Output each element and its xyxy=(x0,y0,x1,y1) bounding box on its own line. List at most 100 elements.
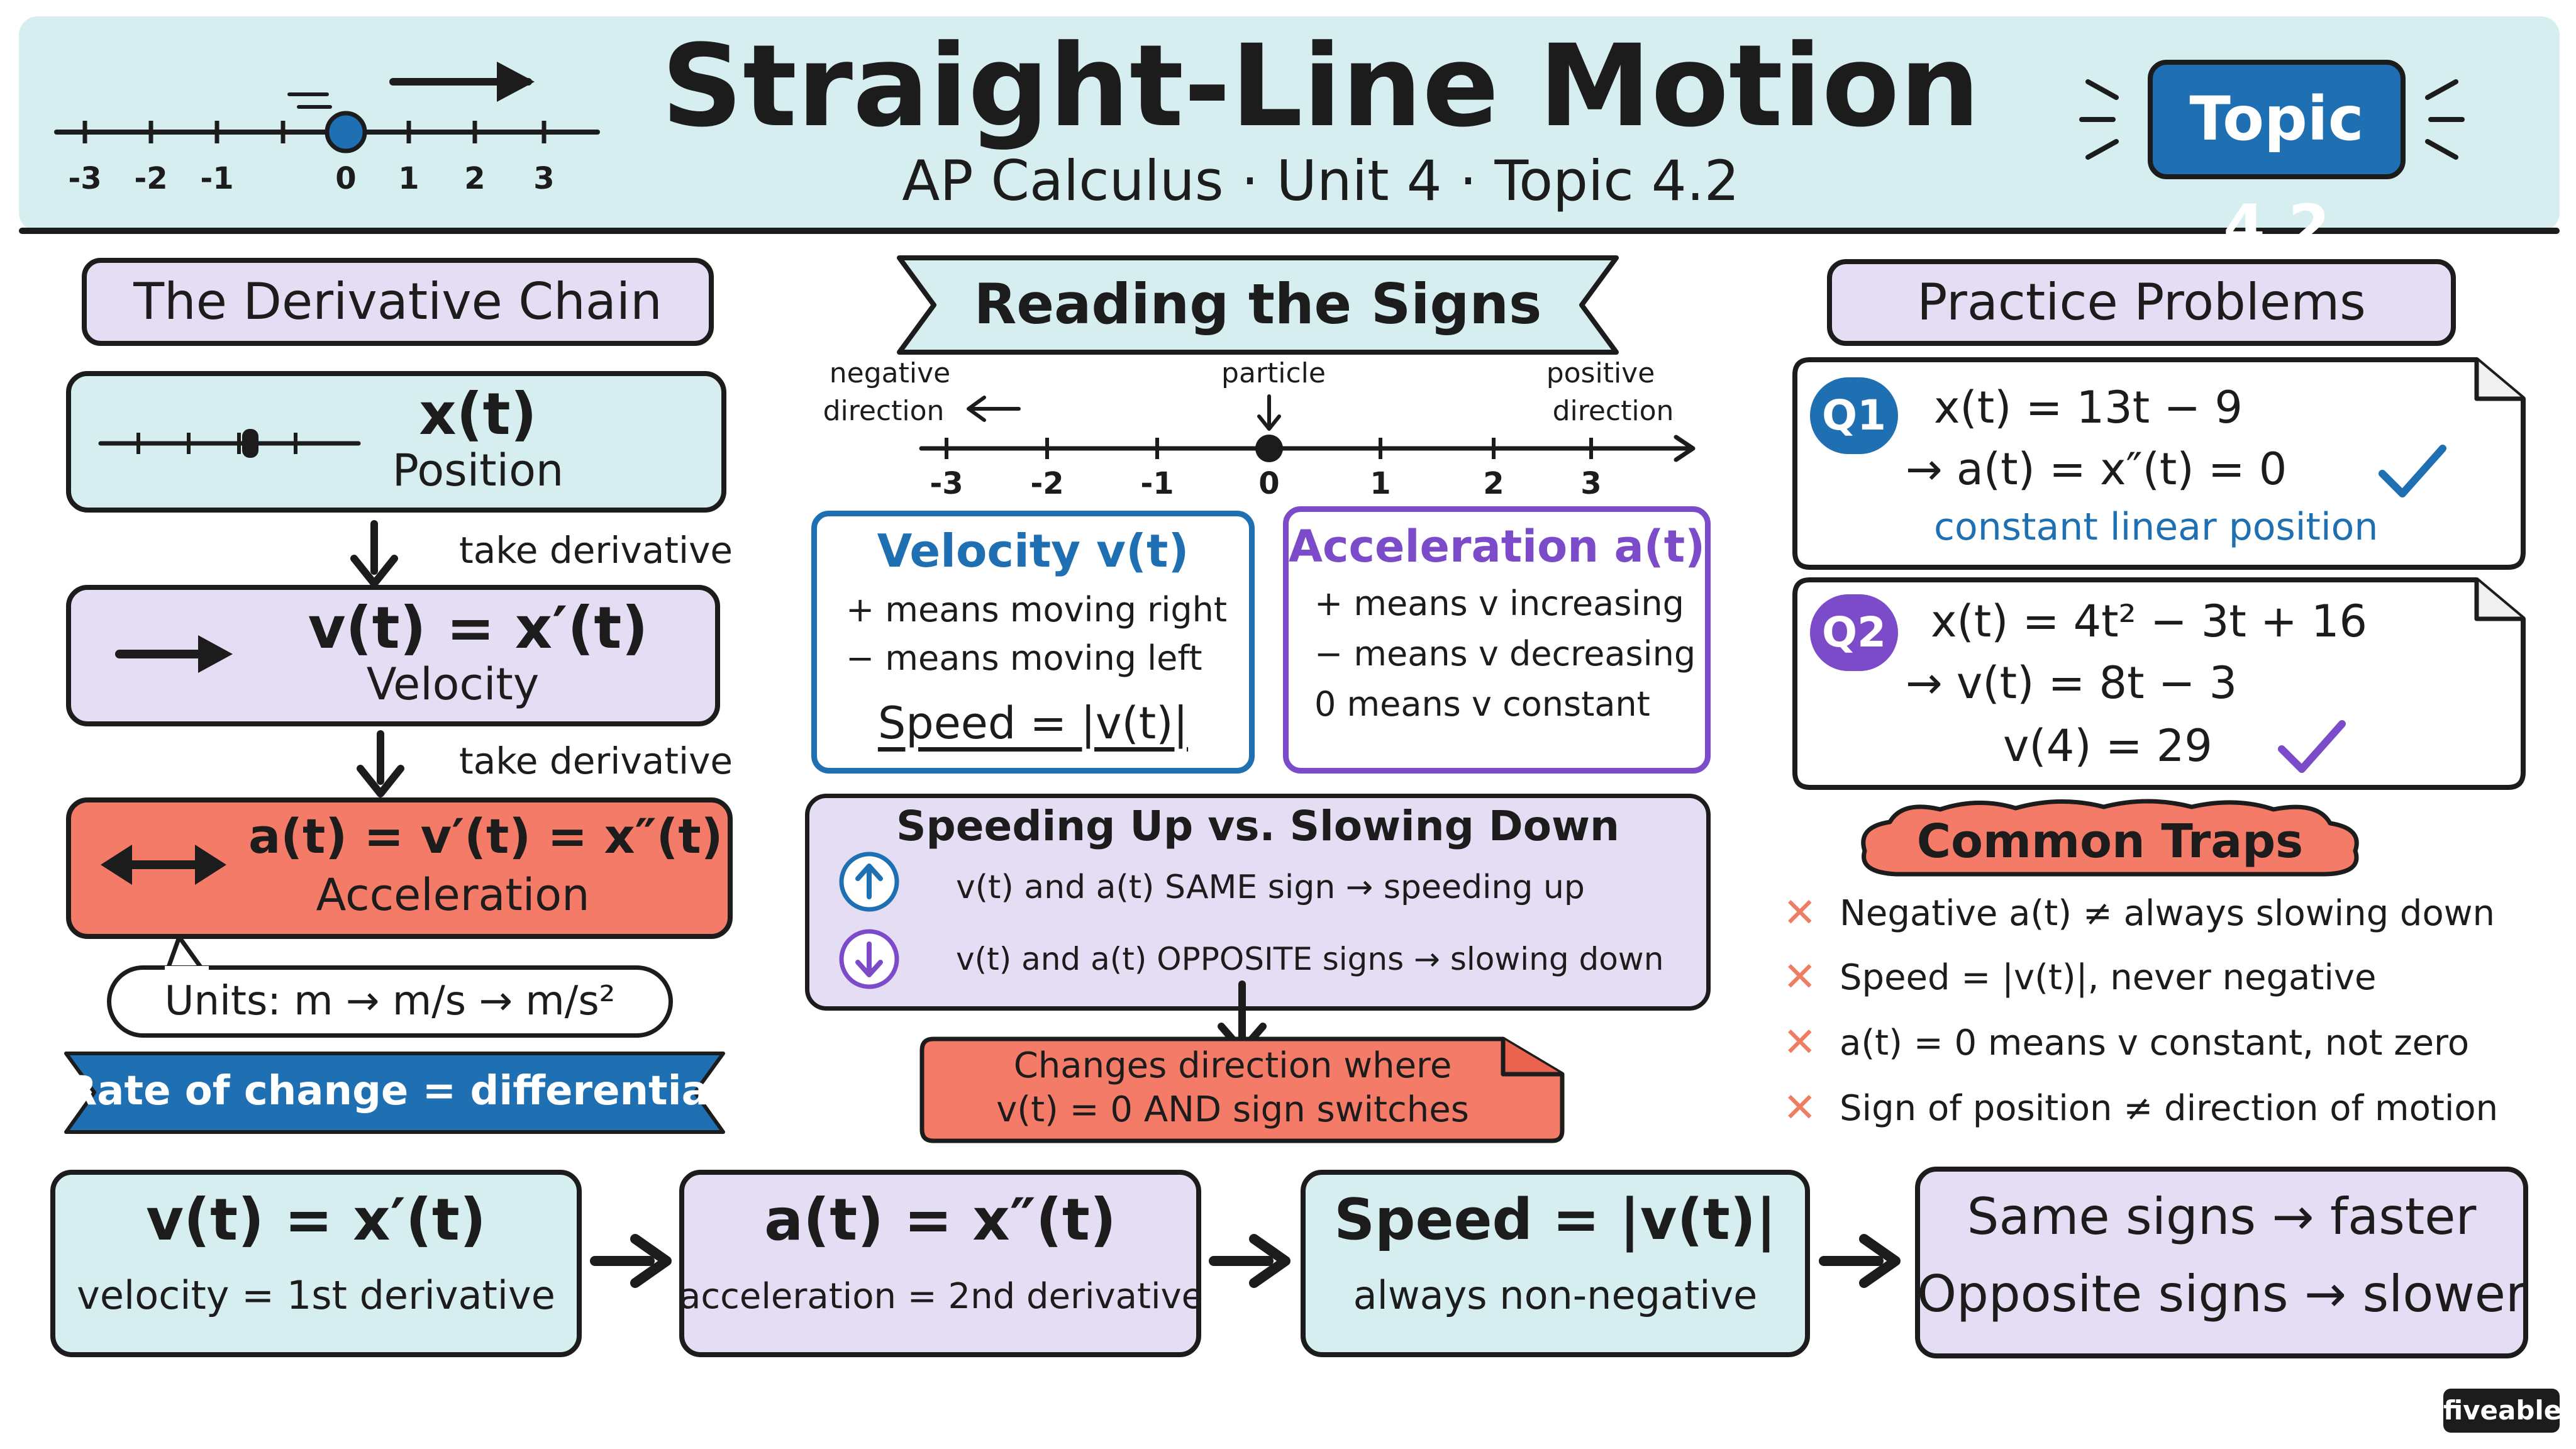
topic-badge-label: Topic 4.2 xyxy=(2189,84,2364,262)
speeding-card xyxy=(805,794,1711,1011)
trap-x-icon: ✕ xyxy=(1783,1085,1817,1131)
derivative-chain-title: The Derivative Chain xyxy=(82,258,714,346)
check-icon xyxy=(2379,445,2446,497)
header-tick-label: -1 xyxy=(200,161,233,196)
speeding-same-text: v(t) and a(t) SAME sign → speeding up xyxy=(956,869,1585,906)
q2-line: v(4) = 29 xyxy=(2003,720,2212,772)
units-bubble-tail-cover xyxy=(165,966,209,975)
trap-item: Negative a(t) ≠ always slowing down xyxy=(1840,893,2496,934)
direction-note-line: v(t) = 0 AND sign switches xyxy=(996,1089,1469,1130)
summary-caption: acceleration = 2nd derivative xyxy=(679,1276,1204,1317)
q1-card xyxy=(1792,357,2526,570)
trap-x-icon: ✕ xyxy=(1783,890,1817,936)
velocity-sign-title: Velocity v(t) xyxy=(877,525,1189,577)
negative-direction-label: direction xyxy=(823,395,945,427)
header-tick-label: 3 xyxy=(533,161,554,196)
summary-card-acceleration xyxy=(679,1170,1201,1357)
trap-item: Sign of position ≠ direction of motion xyxy=(1840,1088,2499,1129)
position-number-line-icon xyxy=(98,429,361,458)
speeding-title: Speeding Up vs. Slowing Down xyxy=(896,802,1619,850)
brand-badge: fiveable xyxy=(2443,1389,2562,1433)
common-traps-title: Common Traps xyxy=(1916,814,2304,869)
velocity-label: Velocity xyxy=(366,658,540,710)
positive-direction-label: positive xyxy=(1546,357,1655,389)
page-title: Straight-Line Motion xyxy=(661,21,1980,152)
speed-formula: Speed = |v(t)| xyxy=(877,697,1189,749)
velocity-sign-line: − means moving left xyxy=(846,638,1202,678)
header-tick-label: -2 xyxy=(134,161,167,196)
header-banner xyxy=(19,16,2560,231)
acceleration-formula: a(t) = v′(t) = x″(t) xyxy=(248,808,723,864)
summary-caption: Opposite signs → slower xyxy=(1917,1265,2526,1323)
page-subtitle: AP Calculus · Unit 4 · Topic 4.2 xyxy=(902,148,1740,213)
negative-direction-label: negative xyxy=(830,357,950,389)
q2-badge: Q2 xyxy=(1810,594,1898,671)
reading-signs-banner xyxy=(897,255,1619,355)
step-label: take derivative xyxy=(459,529,733,572)
summary-formula: v(t) = x′(t) xyxy=(146,1186,486,1253)
speeding-opposite-text: v(t) and a(t) OPPOSITE signs → slowing d… xyxy=(956,941,1664,977)
q2-badge-label: Q2 xyxy=(1821,608,1887,657)
header-underline xyxy=(19,228,2560,234)
header-tick-label: -3 xyxy=(68,161,101,196)
trap-x-icon: ✕ xyxy=(1783,1019,1817,1066)
ribbon-text: Rate of change = differentiate xyxy=(66,1068,755,1114)
signs-tick-label: 2 xyxy=(1483,466,1504,501)
badge-sparkle-left xyxy=(2079,79,2119,160)
q2-line: → v(t) = 8t − 3 xyxy=(1906,657,2238,709)
summary-formula: a(t) = x″(t) xyxy=(764,1186,1116,1253)
summary-caption: always non-negative xyxy=(1353,1272,1758,1318)
signs-tick-label: 0 xyxy=(1258,466,1279,501)
signs-tick-label: -1 xyxy=(1140,466,1174,501)
direction-note xyxy=(919,1036,1565,1143)
signs-tick-label: 3 xyxy=(1580,466,1601,501)
signs-number-line: negative direction particle positive dir… xyxy=(823,357,1696,501)
summary-arrow-icon xyxy=(590,1234,672,1288)
badge-sparkle-right xyxy=(2425,79,2465,160)
acceleration-sign-line: 0 means v constant xyxy=(1314,684,1650,724)
summary-card-signs xyxy=(1915,1167,2528,1358)
step-label: take derivative xyxy=(459,740,733,782)
particle-label: particle xyxy=(1221,357,1326,389)
topic-badge: Topic 4.2 xyxy=(2148,60,2406,262)
acceleration-sign-line: + means v increasing xyxy=(1314,584,1684,623)
units-text: Units: m → m/s → m/s² xyxy=(164,978,616,1024)
positive-direction-label: direction xyxy=(1553,395,1674,427)
summary-arrow-icon xyxy=(1819,1234,1901,1288)
q1-badge: Q1 xyxy=(1810,377,1898,454)
summary-card-velocity xyxy=(50,1170,582,1357)
common-traps-cloud xyxy=(1861,799,2359,877)
trap-x-icon: ✕ xyxy=(1783,954,1817,1001)
practice-problems-title: Practice Problems xyxy=(1827,259,2456,346)
header-tick-label: 0 xyxy=(335,161,356,196)
velocity-sign-line: + means moving right xyxy=(846,590,1227,630)
summary-formula: Speed = |v(t)| xyxy=(1334,1187,1777,1253)
velocity-formula: v(t) = x′(t) xyxy=(308,594,648,662)
header-tick-label: 1 xyxy=(398,161,419,196)
double-arrow-icon xyxy=(101,845,226,885)
q2-line: x(t) = 4t² − 3t + 16 xyxy=(1931,596,2368,647)
units-bubble: Units: m → m/s → m/s² xyxy=(107,965,673,1038)
summary-arrow-icon xyxy=(1209,1234,1291,1288)
right-arrow-icon xyxy=(115,635,233,673)
q1-line: → a(t) = x″(t) = 0 xyxy=(1906,443,2287,495)
signs-tick-label: -3 xyxy=(930,466,963,501)
down-arrow-circle-icon xyxy=(839,929,899,989)
acceleration-sign-card xyxy=(1283,506,1711,774)
ribbon-banner xyxy=(64,1052,725,1134)
summary-card-speed xyxy=(1301,1170,1810,1357)
direction-note-line: Changes direction where xyxy=(1013,1045,1452,1086)
trap-item: a(t) = 0 means v constant, not zero xyxy=(1840,1023,2470,1063)
check-icon xyxy=(2278,720,2346,773)
down-arrow-icon xyxy=(350,520,398,587)
signs-tick-label: 1 xyxy=(1370,466,1391,501)
derivative-chain-title-text: The Derivative Chain xyxy=(133,272,662,331)
summary-formula: Same signs → faster xyxy=(1967,1187,2477,1246)
q1-badge-label: Q1 xyxy=(1821,391,1887,440)
position-label: Position xyxy=(392,445,564,496)
reading-signs-title: Reading the Signs xyxy=(974,272,1542,336)
header-tick-label: 2 xyxy=(464,161,485,196)
q1-line: x(t) = 13t − 9 xyxy=(1934,382,2243,433)
q1-note: constant linear position xyxy=(1934,505,2379,549)
brand-label: fiveable xyxy=(2443,1395,2562,1426)
